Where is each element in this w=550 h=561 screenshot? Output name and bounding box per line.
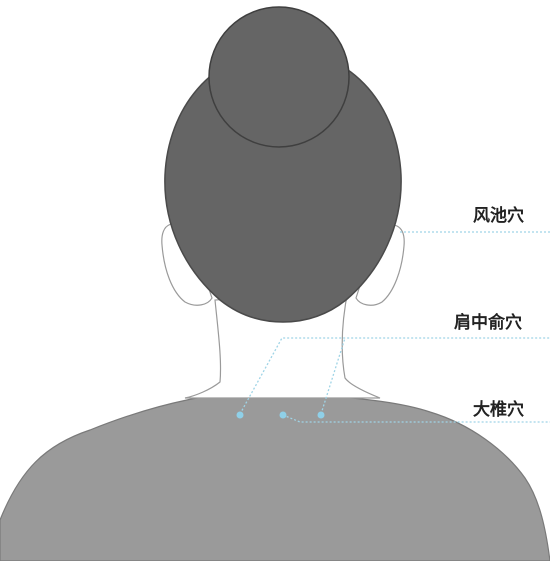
- hair-bun: [208, 6, 350, 148]
- jianzhongshu-label: 肩中俞穴: [454, 313, 522, 333]
- dazhui-leader-line: [282, 414, 550, 423]
- dazhui-point: [279, 411, 287, 419]
- fengchi-label: 风池穴: [473, 206, 524, 226]
- jianzhongshu-point-left: [236, 411, 244, 419]
- right-ear: [355, 224, 405, 306]
- neck: [184, 289, 381, 399]
- left-ear: [161, 223, 213, 306]
- jianzhongshu-point-right: [317, 411, 325, 419]
- jianzhongshu-leader-branch: [320, 337, 346, 415]
- jianzhongshu-leader-line: [239, 337, 550, 415]
- dazhui-label: 大椎穴: [473, 400, 524, 420]
- shoulders-back: [0, 393, 550, 561]
